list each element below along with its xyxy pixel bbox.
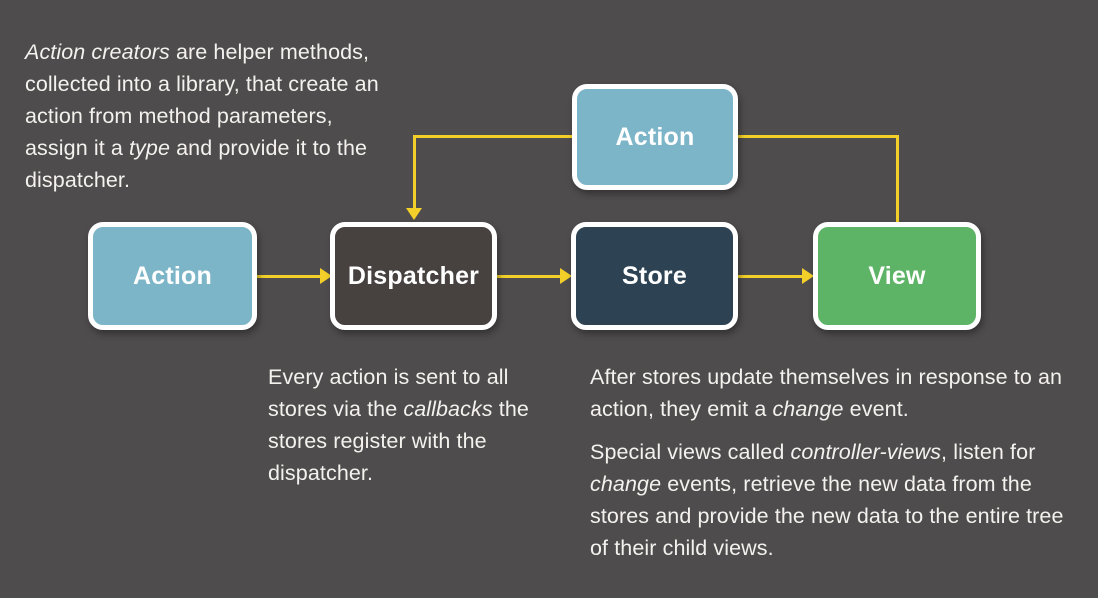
action-node: Action (88, 222, 257, 330)
arrowhead-into-view (802, 268, 814, 284)
store-node: Store (571, 222, 738, 330)
connector-action-dispatcher (257, 275, 321, 278)
connector-action-to-dispatcher-vertical (413, 135, 416, 209)
connector-view-to-action-vertical (896, 135, 899, 222)
connector-action-to-dispatcher-horizontal (413, 135, 572, 138)
view-node: View (813, 222, 981, 330)
action-top-node: Action (572, 84, 738, 190)
stores-views-caption: After stores update themselves in respon… (590, 361, 1076, 564)
connector-view-to-action-horizontal (738, 135, 899, 138)
arrowhead-into-store (560, 268, 572, 284)
controller-views-caption-paragraph: Special views called controller-views, l… (590, 440, 1064, 560)
connector-dispatcher-store (497, 275, 561, 278)
connector-store-view (738, 275, 802, 278)
dispatcher-caption: Every action is sent to all stores via t… (268, 365, 529, 485)
dispatcher-node: Dispatcher (330, 222, 497, 330)
arrowhead-into-dispatcher-top (406, 208, 422, 220)
arrowhead-into-dispatcher (320, 268, 332, 284)
action-creators-caption: Action creators are helper methods, coll… (25, 40, 379, 192)
stores-caption-paragraph: After stores update themselves in respon… (590, 365, 1063, 421)
